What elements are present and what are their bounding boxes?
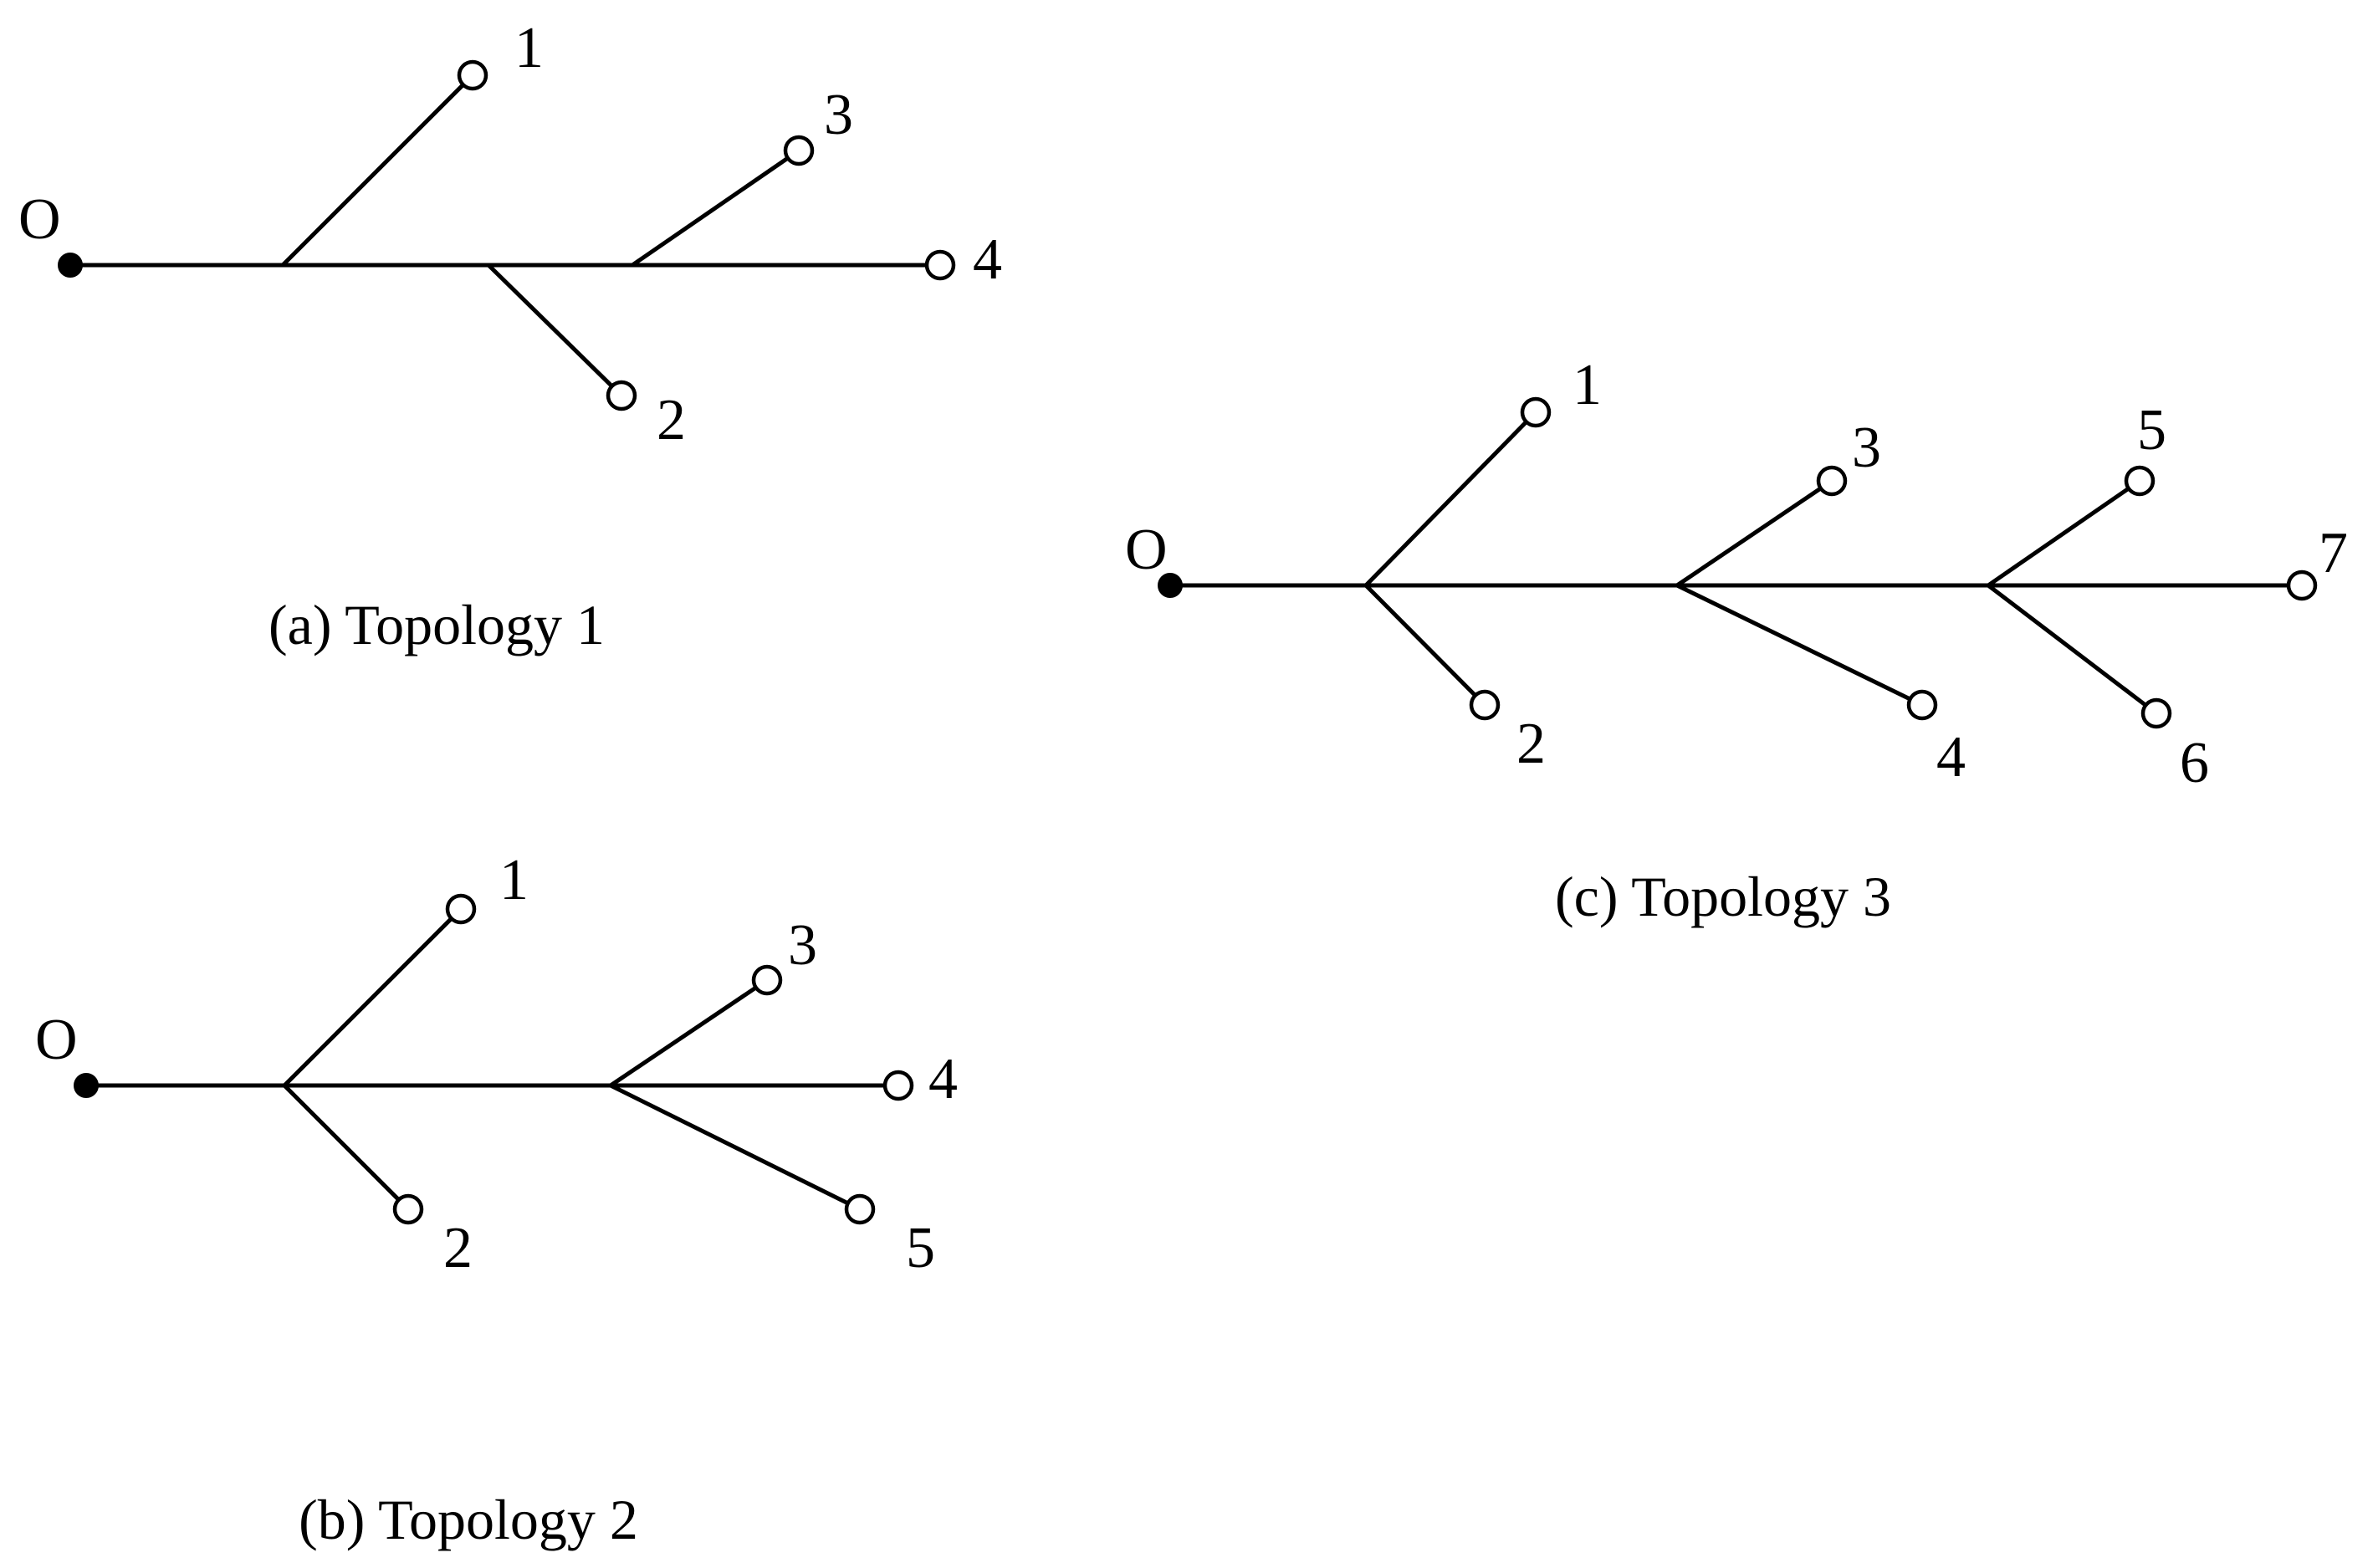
topology-2-edge-to-node-2 xyxy=(282,1083,401,1203)
topology-3-edge-to-node-3 xyxy=(1675,486,1823,588)
topology-2-node-label-4: 4 xyxy=(928,1047,958,1111)
topology-3-leaf-node-5 xyxy=(2124,465,2156,497)
topology-3-leaf-node-2 xyxy=(1469,689,1501,721)
topology-3-leaf-node-4 xyxy=(1906,689,1938,721)
topology-2-node-label-3: 3 xyxy=(788,913,817,978)
topology-3-node-label-6: 6 xyxy=(2180,731,2209,795)
topology-2-leaf-node-1 xyxy=(445,893,477,925)
topology-1-edge-to-node-2 xyxy=(486,263,615,389)
topology-1-root-label: O xyxy=(18,187,61,252)
topology-1-caption: (a) Topology 1 xyxy=(268,593,605,656)
topology-3-edge-to-node-2 xyxy=(1363,583,1478,698)
topology-1-leaf-node-2 xyxy=(606,380,637,411)
topology-1-node-label-1: 1 xyxy=(514,16,544,80)
topology-1-node-label-4: 4 xyxy=(973,227,1002,292)
topology-2-node-label-2: 2 xyxy=(443,1216,473,1280)
topology-3-caption: (c) Topology 3 xyxy=(1555,865,1891,928)
topology-3-node-label-4: 4 xyxy=(1936,725,1966,789)
topology-1-leaf-node-1 xyxy=(457,59,488,91)
topology-2-edge-to-node-1 xyxy=(282,916,454,1088)
topology-2-edge-to-node-3 xyxy=(608,985,759,1088)
topology-3-root-node xyxy=(1158,573,1183,598)
topology-3-leaf-node-3 xyxy=(1816,465,1848,497)
topology-1-edge-to-node-3 xyxy=(630,156,790,268)
topology-2-node-label-1: 1 xyxy=(499,848,529,912)
topology-3-node-label-2: 2 xyxy=(1516,712,1546,776)
topology-3-node-label-7: 7 xyxy=(2319,521,2348,585)
topology-3-node-label-1: 1 xyxy=(1573,353,1602,417)
topology-3-root-label: O xyxy=(1125,518,1168,582)
topology-3-edge-to-node-4 xyxy=(1675,583,1913,702)
topology-2-leaf-node-4 xyxy=(882,1070,914,1101)
topology-1-node-label-2: 2 xyxy=(657,388,686,452)
topology-1-node-label-3: 3 xyxy=(824,83,853,147)
topology-2-root-label: O xyxy=(35,1008,78,1072)
topology-3-leaf-node-7 xyxy=(2286,569,2318,601)
topology-3-leaf-node-6 xyxy=(2140,697,2172,729)
topology-3-edge-to-node-6 xyxy=(1986,583,2148,707)
topology-1-edge-to-node-1 xyxy=(280,82,466,268)
topology-2-edge-to-node-5 xyxy=(608,1083,851,1206)
topology-3-edge-to-node-1 xyxy=(1363,419,1529,588)
topology-1-root-node xyxy=(58,253,83,278)
topology-2-leaf-node-5 xyxy=(844,1193,876,1225)
topology-3-edge-to-node-5 xyxy=(1986,486,2131,588)
topology-1-leaf-node-4 xyxy=(924,249,956,281)
topology-2-caption: (b) Topology 2 xyxy=(299,1488,638,1551)
topology-2-leaf-node-2 xyxy=(392,1193,424,1225)
topology-2-node-label-5: 5 xyxy=(906,1216,935,1280)
topology-3-node-label-5: 5 xyxy=(2137,398,2166,462)
topology-3-leaf-node-1 xyxy=(1520,396,1552,428)
topology-1-leaf-node-3 xyxy=(783,135,815,166)
topology-2-leaf-node-3 xyxy=(751,964,783,996)
topology-2-root-node xyxy=(74,1073,99,1098)
topology-3-node-label-3: 3 xyxy=(1852,416,1881,480)
